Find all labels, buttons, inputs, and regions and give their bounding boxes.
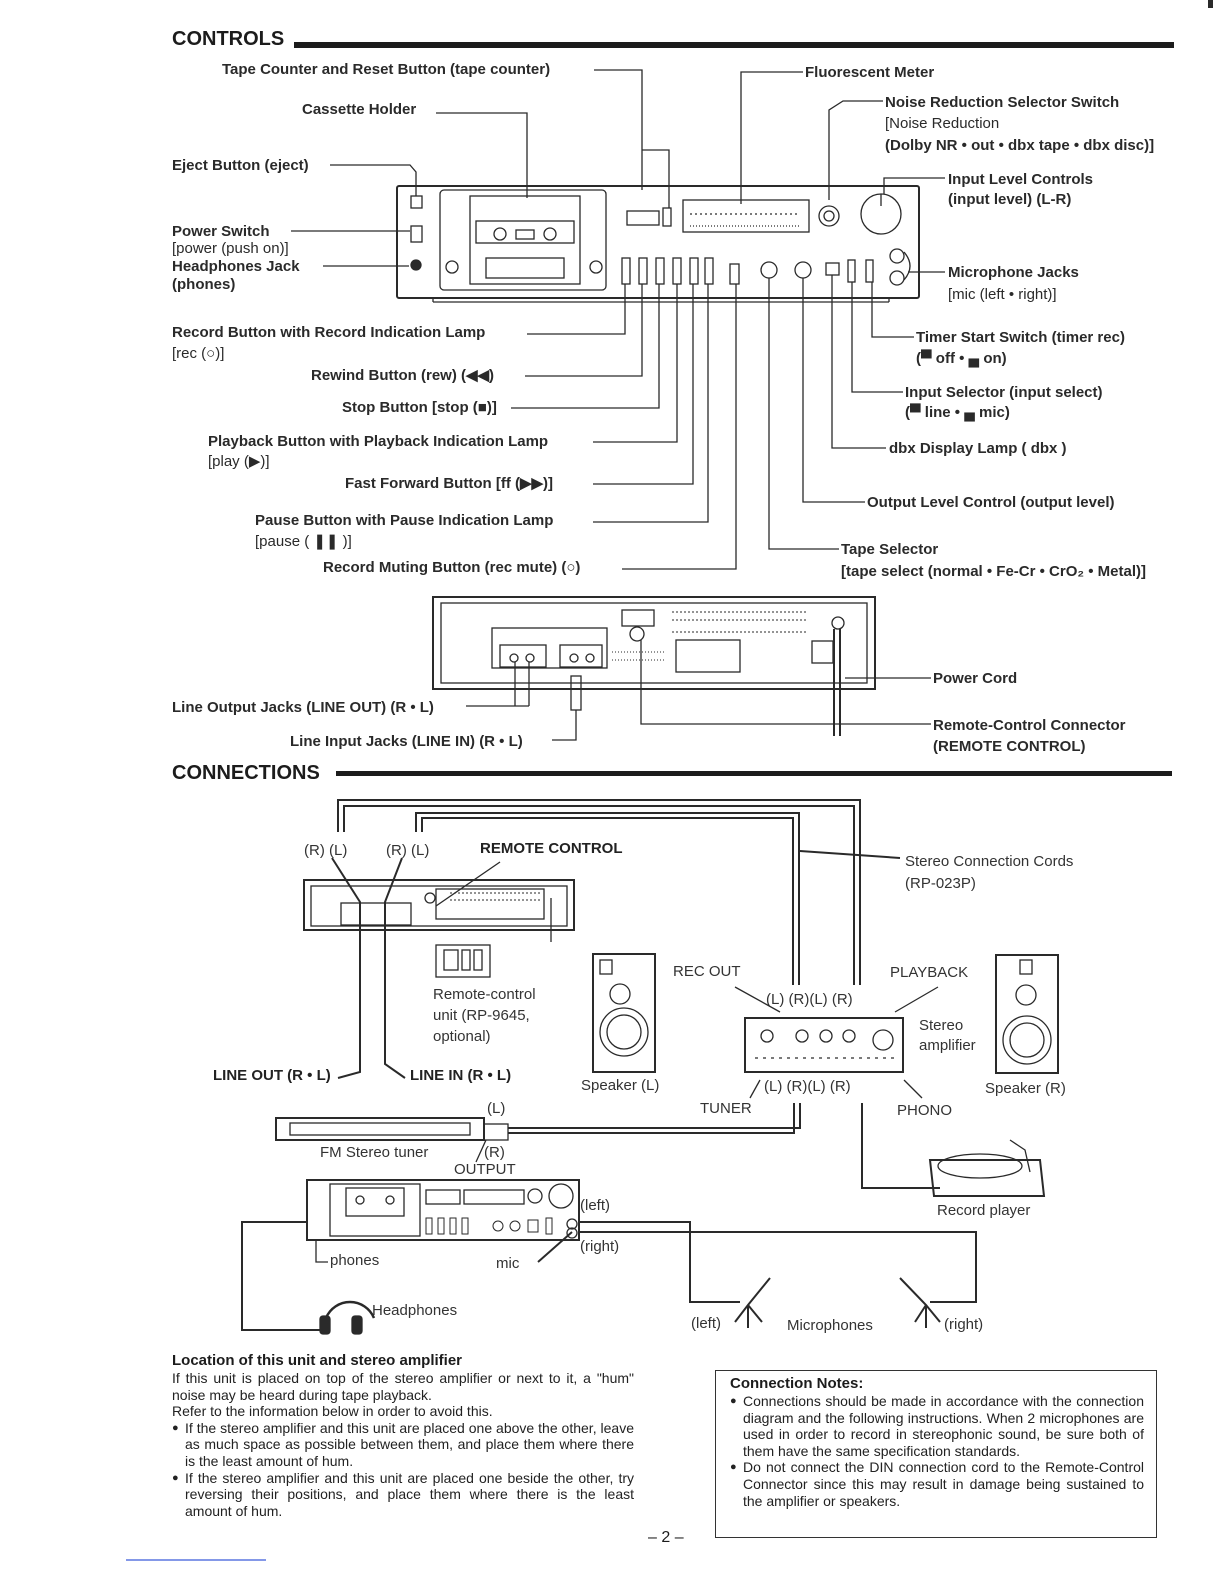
- label-pause-sub: [pause ( ❚❚ )]: [255, 533, 352, 550]
- label-line-output: Line Output Jacks (LINE OUT) (R • L): [172, 699, 434, 716]
- label-input-level: Input Level Controls: [948, 171, 1094, 188]
- label-remote-connector: Remote-Control Connector: [933, 717, 1126, 734]
- section-title-controls: CONTROLS: [172, 28, 285, 50]
- connection-note: Do not connect the DIN connection cord t…: [730, 1459, 1144, 1509]
- page-number: – 2 –: [648, 1529, 684, 1546]
- label-tuner-r: (R): [484, 1144, 505, 1161]
- label-remote-unit: Remote-control: [433, 986, 536, 1003]
- label-tape-counter: Tape Counter and Reset Button (tape coun…: [222, 61, 551, 78]
- label-input-selector-sub: (▀ line • ▄ mic): [905, 404, 1010, 421]
- label-input-selector: Input Selector (input select): [905, 384, 1103, 401]
- label-phones: phones: [330, 1252, 380, 1269]
- label-speaker-r: Speaker (R): [985, 1080, 1066, 1097]
- label-remote-unit-optional: optional): [433, 1028, 491, 1045]
- label-power-cord: Power Cord: [933, 670, 1018, 687]
- location-heading: Location of this unit and stereo amplifi…: [172, 1352, 463, 1369]
- label-noise-reduction-sub2: (Dolby NR • out • dbx tape • dbx disc)]: [885, 137, 1155, 154]
- label-eject: Eject Button (eject): [172, 157, 309, 174]
- label-pause: Pause Button with Pause Indication Lamp: [255, 512, 554, 529]
- label-fm-tuner: FM Stereo tuner: [320, 1144, 429, 1161]
- label-timer-switch-sub: (▀ off • ▄ on): [916, 350, 1007, 367]
- section-rule: [294, 42, 1174, 48]
- label-rec-mute: Record Muting Button (rec mute) (○): [323, 559, 581, 576]
- label-rl-left: (R) (L): [304, 842, 348, 859]
- label-stop: Stop Button [stop (■)]: [342, 399, 497, 416]
- label-rewind: Rewind Button (rew) (◀◀): [311, 367, 495, 384]
- label-record-button: Record Button with Record Indication Lam…: [172, 324, 486, 341]
- label-fluorescent-meter: Fluorescent Meter: [805, 64, 935, 81]
- label-tuner-l: (L): [487, 1100, 506, 1117]
- label-headphones: Headphones: [372, 1302, 458, 1319]
- location-bullet: If the stereo amplifier and this unit ar…: [172, 1420, 634, 1470]
- label-stereo-cords: Stereo Connection Cords: [905, 853, 1074, 870]
- label-noise-reduction: Noise Reduction Selector Switch: [885, 94, 1120, 111]
- label-record-button-sub: [rec (○)]: [172, 345, 225, 362]
- label-remote-unit-model: unit (RP-9645,: [433, 1007, 530, 1024]
- label-deck-right: (right): [580, 1238, 620, 1255]
- label-mic-left: (left): [691, 1315, 721, 1332]
- label-playback: PLAYBACK: [890, 964, 969, 981]
- label-line-in: LINE IN (R • L): [410, 1067, 512, 1084]
- label-remote-connector-sub: (REMOTE CONTROL): [933, 738, 1086, 755]
- label-rec-out: REC OUT: [673, 963, 741, 980]
- label-mic-jacks: Microphone Jacks: [948, 264, 1079, 281]
- label-headphones-jack-sub: (phones): [172, 276, 236, 293]
- label-record-player: Record player: [937, 1202, 1031, 1219]
- label-output: OUTPUT: [454, 1161, 516, 1178]
- connection-note: Connections should be made in accordance…: [730, 1393, 1144, 1459]
- label-stereo-cords-model: (RP-023P): [905, 875, 976, 892]
- location-refer: Refer to the information below in order …: [172, 1403, 493, 1420]
- label-stereo-amp-2: amplifier: [919, 1037, 976, 1054]
- rear-leader-lines: [466, 640, 931, 741]
- label-input-level-sub: (input level) (L-R): [948, 191, 1072, 208]
- label-remote-control: REMOTE CONTROL: [480, 840, 623, 857]
- label-deck-left: (left): [580, 1197, 610, 1214]
- label-tape-selector: Tape Selector: [841, 541, 939, 558]
- label-amp-top-rl: (L) (R)(L) (R): [766, 991, 853, 1008]
- label-mic-right: (right): [944, 1316, 984, 1333]
- label-amp-bottom-rl: (L) (R)(L) (R): [764, 1078, 851, 1095]
- label-rl-right: (R) (L): [386, 842, 430, 859]
- label-cassette-holder: Cassette Holder: [302, 101, 417, 118]
- label-mic-jacks-sub: [mic (left • right)]: [948, 286, 1057, 303]
- label-mic: mic: [496, 1255, 520, 1272]
- cassette-deck-front-illustration: [396, 185, 920, 303]
- connection-illustrations: [275, 861, 1059, 1335]
- location-intro: If this unit is placed on top of the ste…: [172, 1370, 634, 1403]
- label-noise-reduction-sub1: [Noise Reduction: [885, 115, 1000, 132]
- label-line-input: Line Input Jacks (LINE IN) (R • L): [290, 733, 523, 750]
- label-stereo-amp: Stereo: [919, 1017, 964, 1034]
- label-tuner: TUNER: [700, 1100, 752, 1117]
- label-fast-forward: Fast Forward Button [ff (▶▶)]: [345, 475, 554, 492]
- label-timer-switch: Timer Start Switch (timer rec): [916, 329, 1125, 346]
- label-tape-selector-sub: [tape select (normal • Fe-Cr • CrO₂ • Me…: [841, 563, 1146, 580]
- section-title-connections: CONNECTIONS: [172, 762, 320, 784]
- front-leader-lines: [291, 69, 945, 570]
- label-headphones-jack: Headphones Jack: [172, 258, 300, 275]
- label-playback-sub: [play (▶)]: [208, 453, 270, 470]
- label-dbx-lamp: dbx Display Lamp ( dbx ): [889, 440, 1067, 457]
- label-playback: Playback Button with Playback Indication…: [208, 433, 549, 450]
- label-line-out: LINE OUT (R • L): [213, 1067, 331, 1084]
- location-section: Location of this unit and stereo amplifi…: [172, 1352, 634, 1519]
- label-power-switch-sub: [power (push on)]: [172, 240, 289, 257]
- section-rule: [336, 771, 1172, 776]
- connection-notes-heading: Connection Notes:: [730, 1375, 864, 1392]
- location-bullet: If the stereo amplifier and this unit ar…: [172, 1470, 634, 1520]
- cassette-deck-rear-illustration: [432, 596, 876, 736]
- connection-notes-box: Connection Notes: Connections should be …: [715, 1370, 1157, 1538]
- label-speaker-l: Speaker (L): [581, 1077, 660, 1094]
- label-power-switch: Power Switch: [172, 223, 270, 240]
- label-phono: PHONO: [897, 1102, 953, 1119]
- label-output-level: Output Level Control (output level): [867, 494, 1115, 511]
- label-microphones: Microphones: [787, 1317, 873, 1334]
